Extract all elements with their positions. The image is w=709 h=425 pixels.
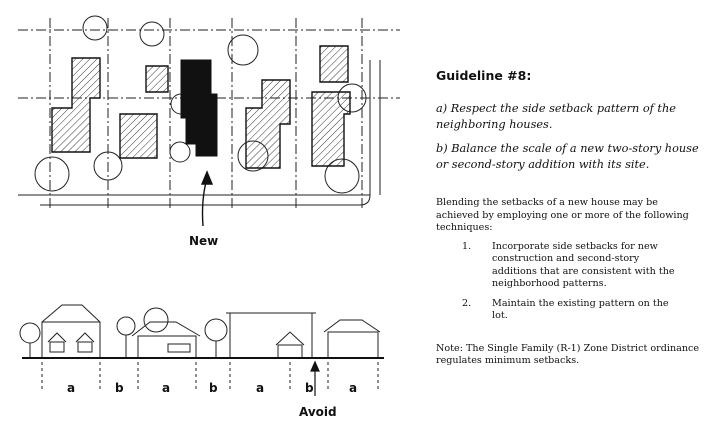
techniques-intro: Blending the setbacks of a new house may… [436, 197, 689, 233]
techniques-list: 1. Incorporate side setbacks for new con… [436, 241, 702, 323]
neighbor-houses [51, 45, 351, 169]
ordinance-note: Note: The Single Family (R-1) Zone Distr… [436, 342, 700, 367]
setback-lines [41, 362, 379, 392]
site-plan [18, 15, 400, 227]
new-arrow [200, 170, 214, 227]
technique-text: Incorporate side setbacks for new constr… [492, 240, 675, 290]
elevation-houses [41, 304, 381, 359]
guideline-a: a) Respect the side setback pattern of t… [436, 102, 676, 131]
elevation-trees [19, 307, 228, 358]
guideline-b: b) Balance the scale of a new two-story … [436, 142, 699, 171]
new-house [180, 59, 218, 157]
streets [18, 60, 381, 206]
segment-label: b [209, 381, 218, 395]
guideline-heading: Guideline #8: [436, 68, 532, 83]
technique-number: 1. [462, 240, 472, 252]
segment-label: a [67, 381, 75, 395]
avoid-arrow [310, 360, 320, 396]
segment-label: a [256, 381, 264, 395]
segment-label: b [115, 381, 124, 395]
segment-labels: a b a b a b a [67, 381, 357, 395]
segment-label: b [305, 381, 314, 395]
new-label: New [189, 234, 218, 248]
avoid-label: Avoid [299, 405, 337, 419]
street-elevation [19, 304, 384, 396]
technique-number: 2. [462, 297, 472, 309]
technique-item: 1. Incorporate side setbacks for new con… [436, 241, 702, 291]
guideline-panel: Guideline #8: a) Respect the side setbac… [436, 68, 702, 368]
segment-label: a [349, 381, 357, 395]
technique-text: Maintain the existing pattern on the lot… [492, 297, 669, 322]
technique-item: 2. Maintain the existing pattern on the … [436, 298, 702, 323]
segment-label: a [162, 381, 170, 395]
